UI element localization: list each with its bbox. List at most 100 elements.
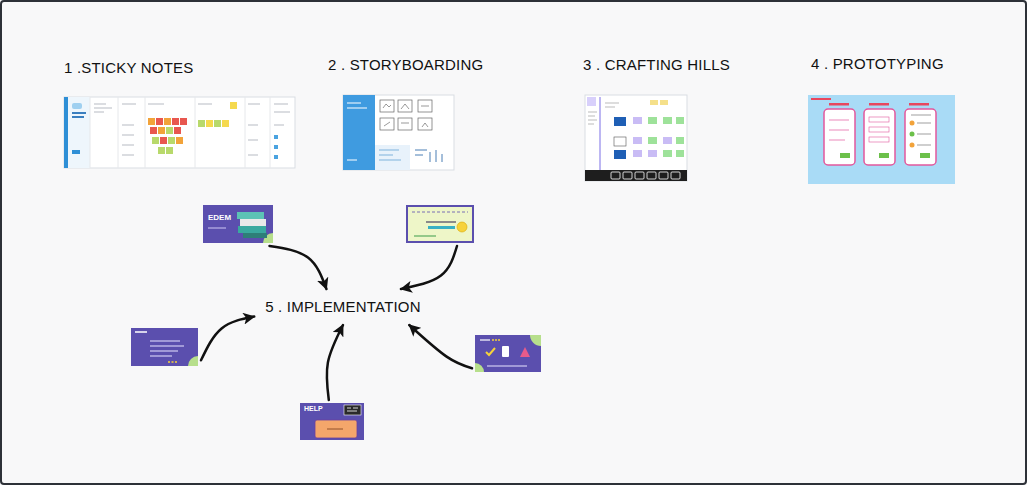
prototype-thumbnail xyxy=(829,103,849,106)
slide-thumbnail xyxy=(347,408,358,411)
stage-thumbnail: 2 . STORYBOARDING xyxy=(343,95,454,170)
slide-thumbnail xyxy=(135,331,147,333)
storyboard-thumbnail xyxy=(379,150,401,160)
hills-thumbnail xyxy=(614,117,626,126)
slide-thumbnail xyxy=(426,221,456,223)
hills-thumbnail xyxy=(588,112,597,124)
sticky-notes-thumbnail xyxy=(72,116,84,118)
sticky-notes-thumbnail xyxy=(72,103,82,109)
prototype-thumbnail xyxy=(879,153,889,158)
storyboard-thumbnail xyxy=(343,95,454,170)
slide-thumbnail xyxy=(168,361,178,363)
sticky-notes-thumbnail xyxy=(156,118,163,125)
stage-heading: 4 . PROTOTYPING xyxy=(811,55,944,73)
hub-label-box: 5 . IMPLEMENTATION xyxy=(260,295,426,319)
storyboard-thumbnail xyxy=(343,95,375,170)
slide-thumbnail xyxy=(475,363,484,372)
sticky-notes-thumbnail xyxy=(150,127,157,134)
hills-thumbnail xyxy=(648,117,657,124)
sticky-notes-thumbnail xyxy=(180,118,187,125)
sticky-notes-thumbnail xyxy=(160,137,167,144)
sticky-notes-thumbnail xyxy=(198,120,205,127)
sticky-notes-thumbnail xyxy=(64,97,68,168)
slide-thumbnail xyxy=(492,339,500,341)
hills-thumbnail xyxy=(633,137,642,144)
sticky-notes-thumbnail xyxy=(168,137,175,144)
hub-label: 5 . IMPLEMENTATION xyxy=(265,298,421,316)
slide-thumbnail xyxy=(520,347,530,357)
hills-thumbnail xyxy=(633,150,642,157)
prototype-thumbnail xyxy=(909,103,929,106)
flow-arrow xyxy=(201,317,254,361)
prototype-thumbnail xyxy=(911,115,931,145)
slide-thumbnail: HELP xyxy=(300,403,364,440)
prototype-thumbnail xyxy=(905,109,936,165)
prototype-thumbnail xyxy=(869,127,889,132)
hills-thumbnail xyxy=(585,95,687,181)
sticky-notes-thumbnail xyxy=(222,120,229,127)
slide-thumbnail xyxy=(457,222,467,232)
slide-title: EDEM xyxy=(208,214,231,223)
stage-thumbnail: 3 . CRAFTING HILLS xyxy=(585,95,687,181)
hills-thumbnail xyxy=(663,150,672,157)
sticky-notes-thumbnail xyxy=(158,127,165,134)
slide-thumbnail xyxy=(300,403,364,440)
hills-thumbnail xyxy=(648,137,657,144)
hills-thumbnail xyxy=(600,97,601,170)
slide-thumbnail xyxy=(428,226,455,229)
hills-thumbnail xyxy=(663,137,672,144)
prototype-thumbnail xyxy=(811,98,831,100)
sticky-notes-thumbnail xyxy=(64,97,295,168)
sticky-notes-thumbnail xyxy=(166,147,173,154)
hills-thumbnail xyxy=(671,172,680,179)
flow-arrow xyxy=(327,325,343,400)
slide-thumbnail: EDEM xyxy=(203,205,273,243)
slide-thumbnail xyxy=(486,348,495,355)
prototype-thumbnail xyxy=(840,153,850,158)
hills-thumbnail xyxy=(676,150,684,157)
sticky-notes-thumbnail xyxy=(274,135,278,139)
hills-thumbnail xyxy=(635,172,644,179)
slide-thumbnail xyxy=(408,207,472,241)
hills-thumbnail xyxy=(633,117,642,124)
slide-thumbnail xyxy=(188,356,198,366)
slide-thumbnail xyxy=(208,228,226,229)
slide-thumbnail xyxy=(131,328,198,366)
slide-thumbnail xyxy=(480,339,490,340)
prototype-thumbnail xyxy=(920,153,930,158)
hills-thumbnail xyxy=(676,117,684,124)
prototype-thumbnail xyxy=(910,121,915,126)
stage-heading: 2 . STORYBOARDING xyxy=(328,56,483,74)
slide-title: HELP xyxy=(304,405,323,413)
slide-thumbnail xyxy=(406,205,474,243)
slide-thumbnail xyxy=(475,335,541,372)
prototype-thumbnail xyxy=(910,132,915,137)
storyboard-thumbnail xyxy=(398,118,412,130)
prototype-thumbnail xyxy=(910,143,915,148)
sticky-notes-thumbnail xyxy=(164,118,171,125)
sticky-notes-thumbnail xyxy=(148,118,155,125)
slide-thumbnail xyxy=(150,341,184,356)
sticky-notes-thumbnail xyxy=(72,150,80,154)
slide-thumbnail xyxy=(243,233,267,238)
hills-thumbnail xyxy=(650,100,658,105)
slide-thumbnail xyxy=(406,205,474,243)
sticky-notes-thumbnail xyxy=(176,137,183,144)
storyboard-thumbnail xyxy=(418,118,432,130)
sticky-notes-thumbnail xyxy=(90,97,270,168)
prototype-thumbnail xyxy=(869,103,889,106)
slide-thumbnail xyxy=(238,226,266,233)
hills-thumbnail xyxy=(659,172,668,179)
hills-thumbnail xyxy=(585,170,687,181)
prototype-thumbnail xyxy=(808,95,955,184)
sticky-notes-thumbnail xyxy=(274,155,278,159)
hills-thumbnail xyxy=(585,95,687,181)
storyboard-thumbnail xyxy=(347,103,367,160)
slide-thumbnail xyxy=(475,335,541,372)
hills-thumbnail xyxy=(648,150,657,157)
prototype-thumbnail xyxy=(864,109,895,165)
storyboard-thumbnail xyxy=(375,145,410,170)
prototype-thumbnail xyxy=(869,117,889,122)
hills-thumbnail xyxy=(663,117,672,124)
hills-thumbnail xyxy=(587,97,596,106)
